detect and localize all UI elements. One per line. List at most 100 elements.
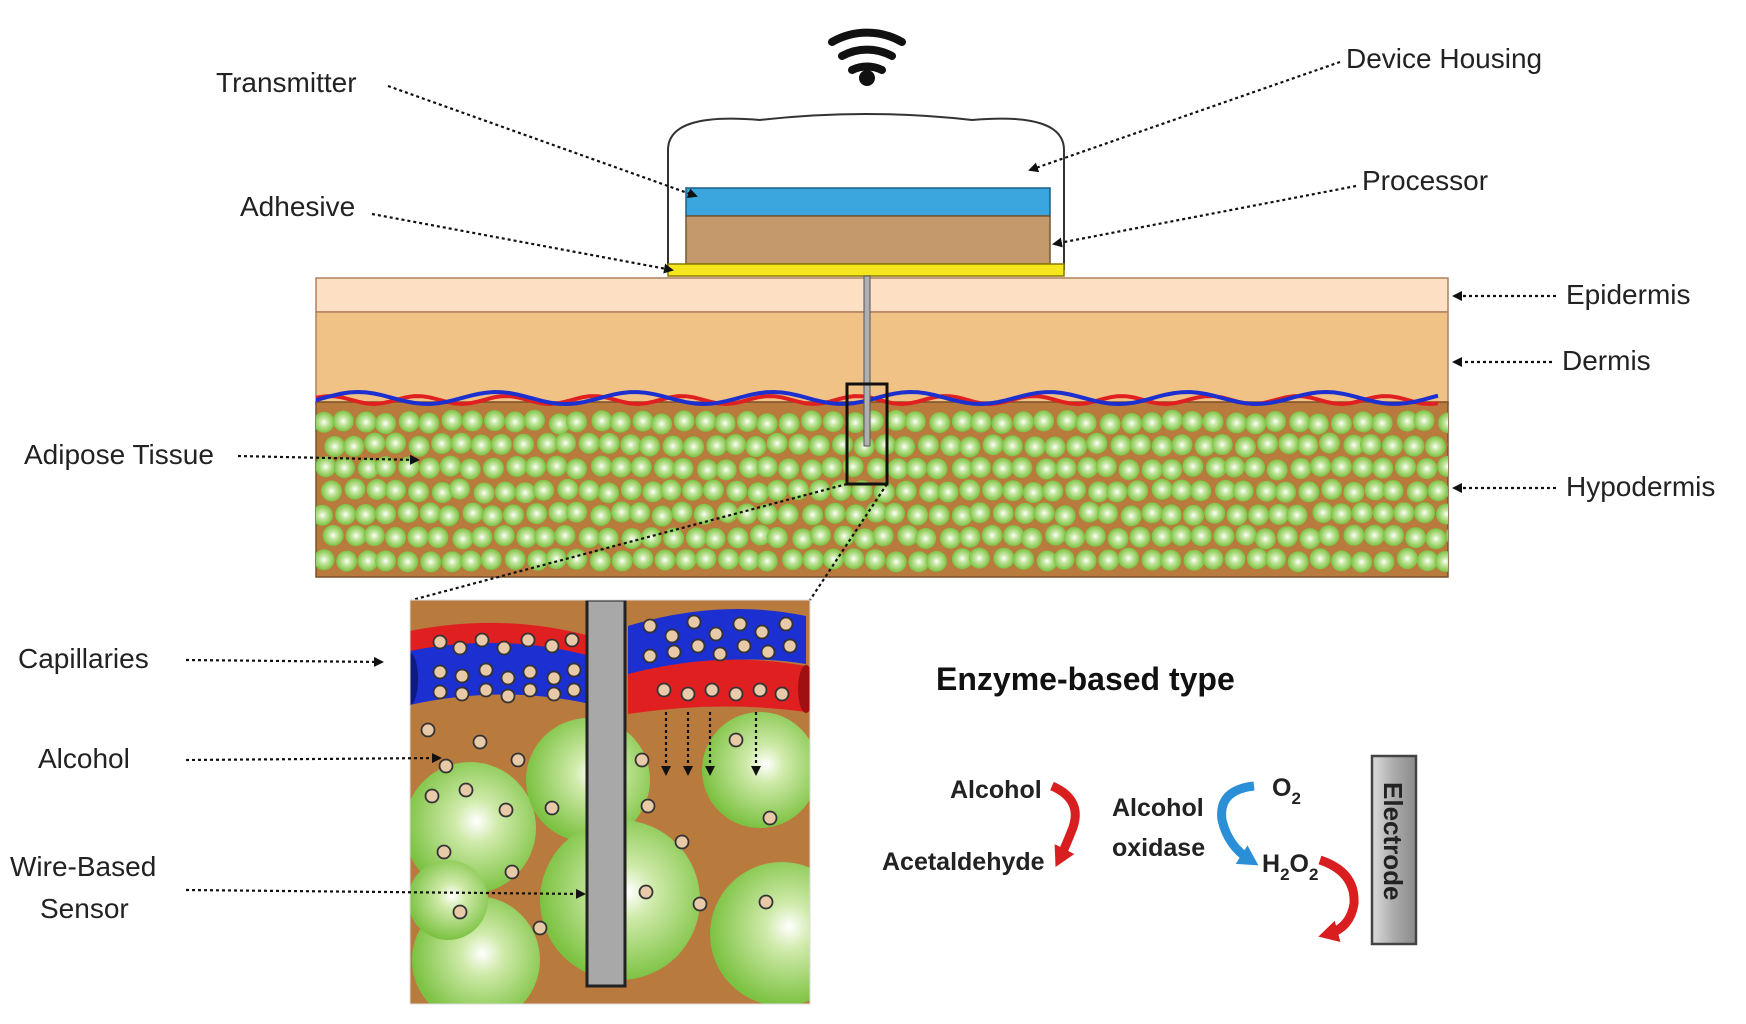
alcohol-molecule bbox=[634, 752, 650, 768]
vein-wave bbox=[316, 389, 1439, 407]
electrode-label: Electrode bbox=[1378, 782, 1408, 901]
fat-cell-large bbox=[710, 862, 810, 1004]
fat-cell bbox=[1360, 434, 1381, 456]
fat-cell bbox=[611, 550, 633, 572]
fat-cell bbox=[939, 527, 961, 549]
fat-cell bbox=[706, 435, 728, 457]
fat-cell bbox=[695, 410, 717, 432]
fat-cell bbox=[1363, 524, 1385, 546]
fat-cell bbox=[1215, 479, 1236, 501]
fat-cell bbox=[1075, 550, 1097, 571]
fat-cell bbox=[516, 526, 538, 548]
fat-cell bbox=[1372, 502, 1394, 524]
fat-cell bbox=[1084, 525, 1106, 547]
fat-cell bbox=[1393, 502, 1415, 524]
fat-cell bbox=[1244, 456, 1266, 478]
fat-cell bbox=[420, 551, 442, 573]
fat-cell bbox=[555, 432, 576, 454]
fat-cell bbox=[1213, 525, 1235, 547]
fat-cell bbox=[1036, 550, 1058, 572]
fat-cell bbox=[1066, 435, 1088, 457]
fat-cell bbox=[1098, 549, 1120, 571]
alcohol-molecule bbox=[504, 864, 520, 880]
fat-cell bbox=[419, 502, 441, 524]
fat-cell bbox=[590, 455, 612, 477]
alcohol-molecule bbox=[454, 668, 470, 684]
fat-cell bbox=[959, 526, 981, 548]
fat-cell bbox=[527, 549, 549, 571]
fat-cell bbox=[470, 434, 492, 456]
fat-cell bbox=[1003, 525, 1025, 547]
fat-cell bbox=[917, 434, 939, 456]
reaction-enzyme-line2: oxidase bbox=[1112, 834, 1205, 862]
fat-cell bbox=[884, 502, 905, 524]
fat-cell bbox=[506, 455, 528, 477]
alcohol-molecule bbox=[564, 632, 580, 648]
fat-cell bbox=[1286, 504, 1308, 526]
label-alcohol: Alcohol bbox=[38, 743, 130, 774]
leader-processor bbox=[1052, 184, 1357, 248]
fat-cell bbox=[885, 551, 907, 573]
fat-cell bbox=[322, 524, 344, 546]
epidermis-layer bbox=[315, 277, 1449, 313]
wire-based-sensor bbox=[585, 600, 627, 988]
fat-cell bbox=[1445, 528, 1448, 543]
fat-cell bbox=[504, 548, 526, 570]
label-adipose-tissue: Adipose Tissue bbox=[24, 439, 214, 470]
fat-cell bbox=[630, 456, 652, 478]
fat-cell bbox=[993, 547, 1015, 569]
fat-cell bbox=[809, 479, 831, 501]
fat-cell bbox=[1276, 526, 1298, 548]
fat-cell bbox=[1141, 502, 1163, 524]
fat-cell bbox=[727, 527, 749, 549]
fat-cell bbox=[736, 503, 758, 525]
fat-cell bbox=[1160, 549, 1182, 571]
fat-cell bbox=[864, 549, 886, 571]
fat-cell bbox=[926, 550, 947, 572]
fat-cell bbox=[629, 502, 651, 524]
fat-cell bbox=[1437, 455, 1448, 477]
fat-cell bbox=[714, 412, 736, 434]
fat-cell bbox=[756, 503, 778, 525]
fat-cell bbox=[460, 550, 482, 572]
fat-cell bbox=[1373, 551, 1395, 573]
fat-cell bbox=[1254, 528, 1276, 550]
zoom-connector-right bbox=[809, 483, 888, 601]
fat-cell bbox=[1054, 505, 1076, 527]
fat-cell bbox=[324, 436, 346, 457]
fat-cell bbox=[1055, 457, 1077, 479]
reaction-substrate: Alcohol bbox=[950, 776, 1042, 804]
fat-cell bbox=[548, 501, 570, 523]
alcohol-molecule bbox=[692, 896, 708, 912]
fat-cell bbox=[1127, 480, 1149, 502]
alcohol-molecule bbox=[438, 758, 454, 774]
fat-cell bbox=[885, 409, 907, 431]
fat-cell bbox=[514, 482, 536, 504]
fat-cell bbox=[959, 436, 981, 458]
fat-cell bbox=[1141, 412, 1163, 434]
fat-cell bbox=[1223, 456, 1245, 478]
fat-cell bbox=[1129, 526, 1151, 548]
alcohol-molecule bbox=[458, 782, 474, 798]
fat-cell bbox=[1331, 550, 1352, 572]
zoom-box bbox=[845, 382, 889, 486]
fat-cell bbox=[640, 527, 662, 549]
fat-cell bbox=[1226, 412, 1247, 434]
fat-cell bbox=[951, 457, 973, 479]
fat-cell bbox=[1438, 412, 1448, 434]
fat-cell bbox=[992, 457, 1014, 479]
fat-cell bbox=[534, 526, 556, 548]
fat-cell bbox=[441, 551, 463, 573]
fat-cell bbox=[385, 432, 406, 454]
fat-cell bbox=[1204, 502, 1226, 524]
fat-cell bbox=[1383, 525, 1405, 546]
fat-cell bbox=[610, 456, 632, 478]
fat-cell bbox=[1160, 504, 1182, 526]
leader-adipose-tissue bbox=[237, 454, 420, 465]
alcohol-molecule bbox=[674, 834, 690, 850]
fat-cell bbox=[632, 548, 654, 569]
fat-cell bbox=[1053, 548, 1075, 570]
alcohol-molecule bbox=[544, 638, 560, 654]
fat-cell bbox=[397, 501, 419, 523]
